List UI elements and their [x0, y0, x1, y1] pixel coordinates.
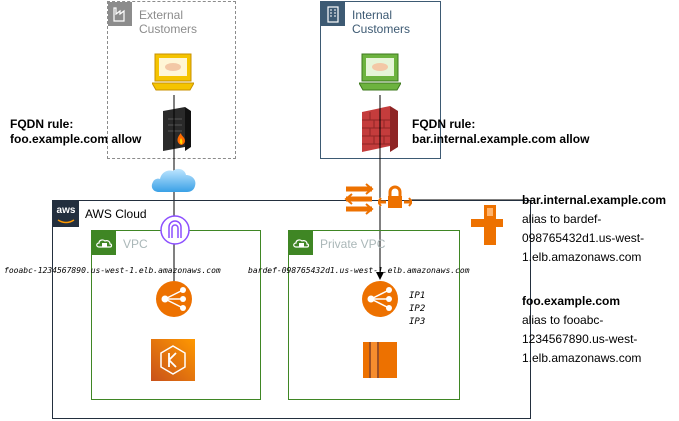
internet-gateway-icon [159, 214, 191, 246]
ip-label: IP2 [409, 304, 426, 314]
fqdn-rule-right: FQDN rule: bar.internal.example.com allo… [412, 117, 590, 146]
vpn-gateway-icon [378, 183, 412, 215]
dns-record-foo: foo.example.com alias to fooabc- 1234567… [522, 294, 642, 365]
fqdn-rule-left: FQDN rule: foo.example.com allow [10, 117, 142, 146]
vpc-private: Private VPC [288, 230, 460, 400]
direct-connect-icon [471, 205, 503, 245]
aws-cloud-boundary: aws AWS Cloud [52, 200, 531, 419]
vpc-label: Private VPC [320, 237, 386, 251]
ip-label: IP3 [409, 317, 426, 327]
external-customers-group: External Customers [107, 1, 236, 159]
client-computer-icon [152, 52, 194, 94]
internal-customers-group: Internal Customers [320, 1, 441, 159]
ec2-icon [359, 340, 401, 380]
ip-list: IP1 IP2 IP3 [409, 290, 425, 329]
firewall-icon [360, 106, 400, 152]
aws-cloud-label: AWS Cloud [85, 207, 147, 221]
aws-logo: aws [53, 201, 79, 227]
factory-icon [108, 2, 132, 26]
client-computer-icon [359, 52, 401, 94]
eks-icon [151, 339, 195, 381]
office-building-icon [321, 2, 345, 26]
elb-dns-label: bardef-098765432d1.us-west-1.elb.amazona… [248, 266, 470, 275]
internal-group-label: Internal Customers [352, 8, 411, 36]
load-balancer-icon [361, 280, 399, 318]
ip-label: IP1 [409, 291, 426, 301]
transit-gateway-icon [344, 183, 374, 215]
load-balancer-icon [155, 280, 193, 318]
dns-record-bar: bar.internal.example.com alias to bardef… [522, 193, 667, 264]
elb-dns-label: fooabc-1234567890.us-west-1.elb.amazonaw… [4, 266, 221, 275]
external-group-label: External Customers [139, 8, 198, 36]
cloud-lock-icon [92, 231, 116, 255]
cloud-lock-icon [289, 231, 313, 255]
internet-cloud-icon [149, 164, 199, 196]
vpc-label: VPC [123, 237, 148, 251]
